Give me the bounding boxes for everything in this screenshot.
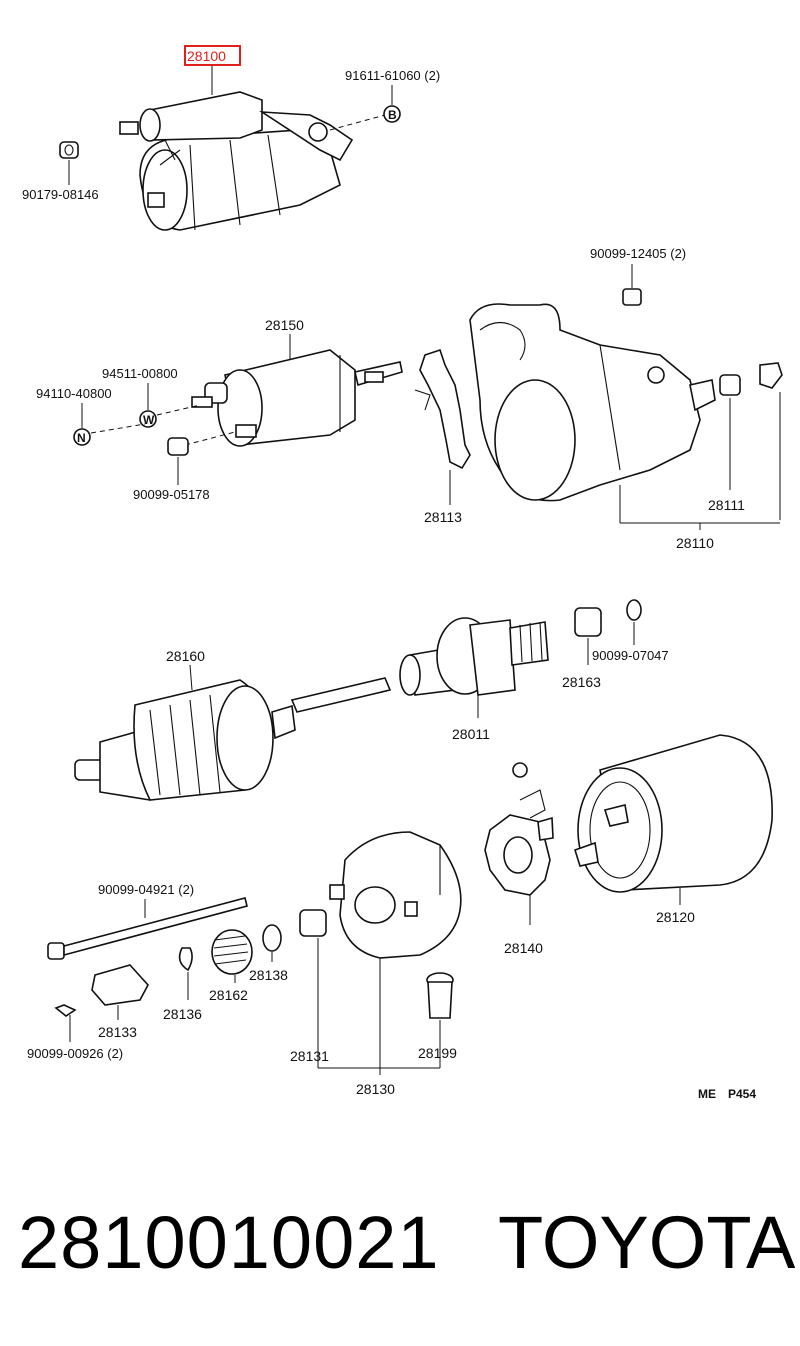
exploded-parts-diagram: 28100 B 91611-61060 (2) 90179-08146 9009… — [22, 45, 783, 1101]
label-90099-00926[interactable]: 90099-00926 (2) — [27, 1046, 123, 1061]
label-28150[interactable]: 28150 — [265, 317, 304, 333]
through-bolt-drawing — [47, 897, 248, 960]
plug-drawing — [759, 362, 783, 389]
screw-90099-00926-drawing — [54, 1004, 77, 1017]
end-frame-drawing[interactable] — [329, 831, 462, 959]
starter-assembly-drawing[interactable] — [119, 91, 354, 231]
drive-housing-drawing[interactable] — [469, 303, 716, 502]
label-90179-08146[interactable]: 90179-08146 — [22, 187, 99, 202]
label-90099-05178[interactable]: 90099-05178 — [133, 487, 210, 502]
nut-90099-12405-drawing — [622, 288, 642, 306]
label-28136[interactable]: 28136 — [163, 1006, 202, 1022]
label-94511-00800[interactable]: 94511-00800 — [102, 366, 178, 381]
clip-28136-drawing — [178, 947, 193, 972]
brush-holder-drawing[interactable] — [484, 762, 554, 896]
footer-part-number: 2810010021 — [18, 1201, 440, 1284]
label-28131[interactable]: 28131 — [290, 1048, 329, 1064]
collar-28163-drawing — [574, 607, 602, 637]
label-90099-04921[interactable]: 90099-04921 (2) — [98, 882, 194, 897]
ring-28138-drawing — [262, 924, 282, 952]
bushing-28111-drawing — [719, 374, 741, 396]
label-28110[interactable]: 28110 — [676, 535, 714, 551]
label-91611-61060[interactable]: 91611-61060 (2) — [345, 68, 440, 83]
ref-page: P454 — [728, 1087, 756, 1101]
yoke-drawing[interactable] — [574, 734, 773, 893]
label-28120[interactable]: 28120 — [656, 909, 695, 925]
cap-28133-drawing — [91, 964, 149, 1006]
label-28162[interactable]: 28162 — [209, 987, 248, 1003]
mark-w-circle — [139, 410, 157, 428]
drive-lever-drawing[interactable] — [414, 348, 471, 470]
mark-w: W — [143, 413, 155, 427]
label-28011[interactable]: 28011 — [452, 726, 490, 742]
footer-brand: TOYOTA — [498, 1201, 796, 1284]
label-94110-40800[interactable]: 94110-40800 — [36, 386, 112, 401]
highlight-box — [184, 45, 241, 66]
armature-drawing[interactable] — [74, 677, 392, 801]
ring-90099-07047-drawing — [626, 599, 642, 621]
magnetic-switch-drawing[interactable] — [191, 349, 403, 447]
mark-b: B — [388, 108, 397, 122]
label-28100[interactable]: 28100 — [187, 48, 226, 64]
mark-n-circle — [73, 428, 91, 446]
label-28111[interactable]: 28111 — [708, 497, 745, 513]
spring-28162-drawing — [211, 929, 253, 975]
label-28163[interactable]: 28163 — [562, 674, 601, 690]
label-28160[interactable]: 28160 — [166, 648, 205, 664]
label-28133[interactable]: 28133 — [98, 1024, 137, 1040]
nut-90099-05178-drawing — [167, 437, 189, 456]
footer-caption: 2810010021 TOYOTA — [0, 1190, 800, 1300]
label-28113[interactable]: 28113 — [424, 509, 462, 525]
brush-28199-drawing — [426, 972, 454, 1019]
label-28140[interactable]: 28140 — [504, 940, 543, 956]
label-90099-07047[interactable]: 90099-07047 — [592, 648, 669, 663]
ref-me: ME — [698, 1087, 716, 1101]
bushing-28131-drawing — [299, 909, 327, 937]
label-28130[interactable]: 28130 — [356, 1081, 395, 1097]
nut-90179-drawing — [59, 141, 79, 159]
label-28138[interactable]: 28138 — [249, 967, 288, 983]
mark-b-circle — [383, 105, 401, 123]
label-90099-12405[interactable]: 90099-12405 (2) — [590, 246, 686, 261]
clutch-drawing[interactable] — [399, 617, 549, 696]
mark-n: N — [77, 431, 86, 445]
label-28199[interactable]: 28199 — [418, 1045, 457, 1061]
